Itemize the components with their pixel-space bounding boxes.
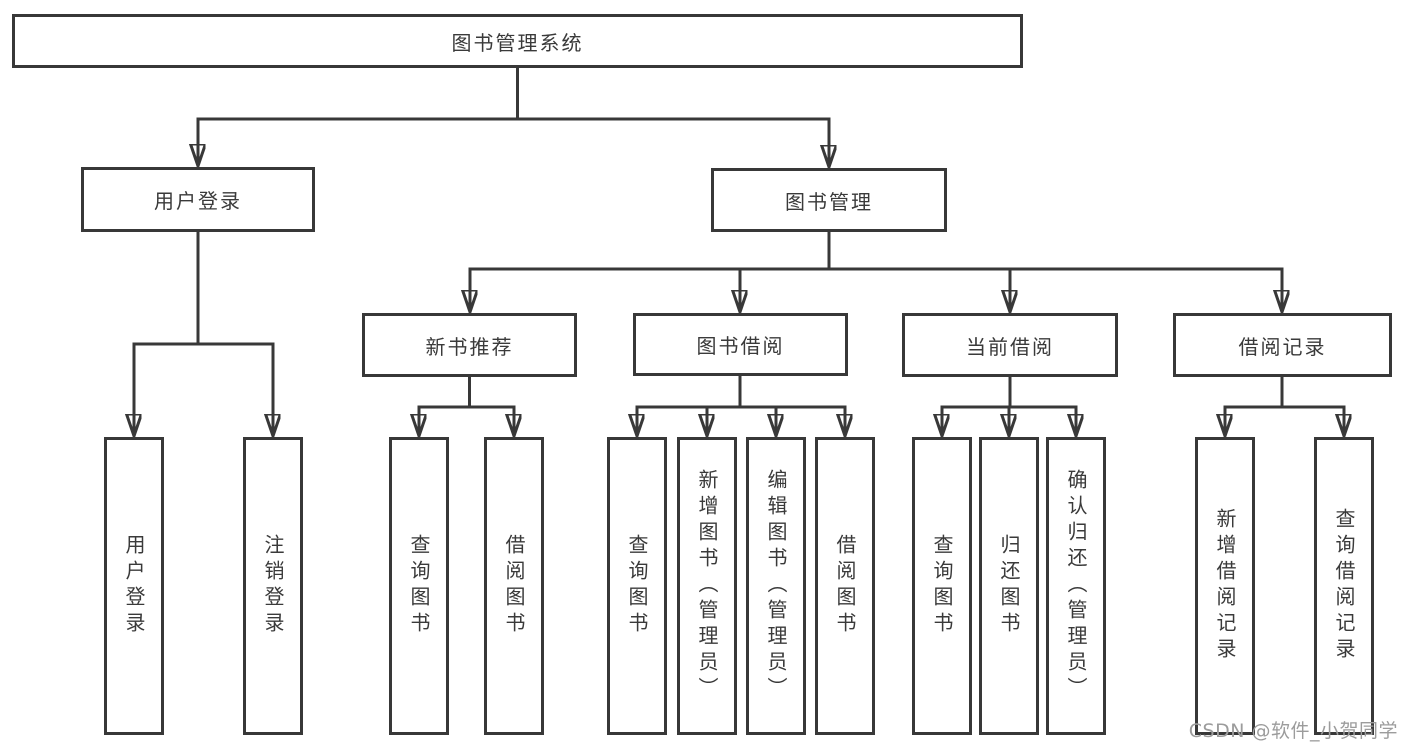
leaf-add-borrow-record: 新增借阅记录: [1195, 437, 1255, 735]
leaf-search-books-1: 查询图书: [389, 437, 449, 735]
node-book-borrow: 图书借阅: [633, 313, 848, 376]
leaf-edit-books-admin-label: 编辑图书（管理员）: [764, 469, 788, 703]
leaf-search-borrow-record-label: 查询借阅记录: [1332, 508, 1356, 664]
leaf-add-books-admin-label: 新增图书（管理员）: [695, 469, 719, 703]
leaf-search-books-2-label: 查询图书: [625, 534, 649, 638]
node-new-book-recommend-label: 新书推荐: [425, 334, 514, 359]
node-library-management-system: 图书管理系统: [12, 14, 1023, 68]
leaf-return-books-label: 归还图书: [997, 534, 1021, 638]
leaf-logout-label: 注销登录: [261, 534, 285, 638]
leaf-logout: 注销登录: [243, 437, 303, 735]
node-current-borrow-label: 当前借阅: [966, 334, 1054, 359]
node-book-management-label: 图书管理: [785, 189, 873, 214]
leaf-search-books-1-label: 查询图书: [407, 534, 431, 638]
leaf-search-borrow-record: 查询借阅记录: [1314, 437, 1374, 735]
leaf-confirm-return-admin-label: 确认归还（管理员）: [1064, 469, 1088, 703]
leaf-add-books-admin: 新增图书（管理员）: [677, 437, 737, 735]
node-borrow-records-label: 借阅记录: [1238, 334, 1327, 359]
node-borrow-records: 借阅记录: [1173, 313, 1392, 377]
node-library-management-system-label: 图书管理系统: [451, 30, 584, 55]
csdn-watermark: CSDN @软件_小贺同学: [1188, 720, 1398, 742]
node-current-borrow: 当前借阅: [902, 313, 1118, 377]
node-book-borrow-label: 图书借阅: [696, 334, 785, 358]
node-user-login: 用户登录: [81, 167, 315, 232]
leaf-search-books-3-label: 查询图书: [930, 534, 954, 638]
leaf-search-books-2: 查询图书: [607, 437, 667, 735]
leaf-user-login-label: 用户登录: [122, 534, 146, 638]
leaf-borrow-books-1-label: 借阅图书: [502, 534, 526, 638]
leaf-edit-books-admin: 编辑图书（管理员）: [746, 437, 806, 735]
node-user-login-label: 用户登录: [154, 189, 242, 213]
leaf-search-books-3: 查询图书: [912, 437, 972, 735]
leaf-borrow-books-1: 借阅图书: [484, 437, 544, 735]
node-book-management: 图书管理: [711, 168, 947, 232]
leaf-add-borrow-record-label: 新增借阅记录: [1213, 508, 1237, 664]
leaf-return-books: 归还图书: [979, 437, 1039, 735]
leaf-user-login: 用户登录: [104, 437, 164, 735]
leaf-borrow-books-2: 借阅图书: [815, 437, 875, 735]
leaf-borrow-books-2-label: 借阅图书: [833, 534, 857, 638]
leaf-confirm-return-admin: 确认归还（管理员）: [1046, 437, 1106, 735]
node-new-book-recommend: 新书推荐: [362, 313, 577, 377]
